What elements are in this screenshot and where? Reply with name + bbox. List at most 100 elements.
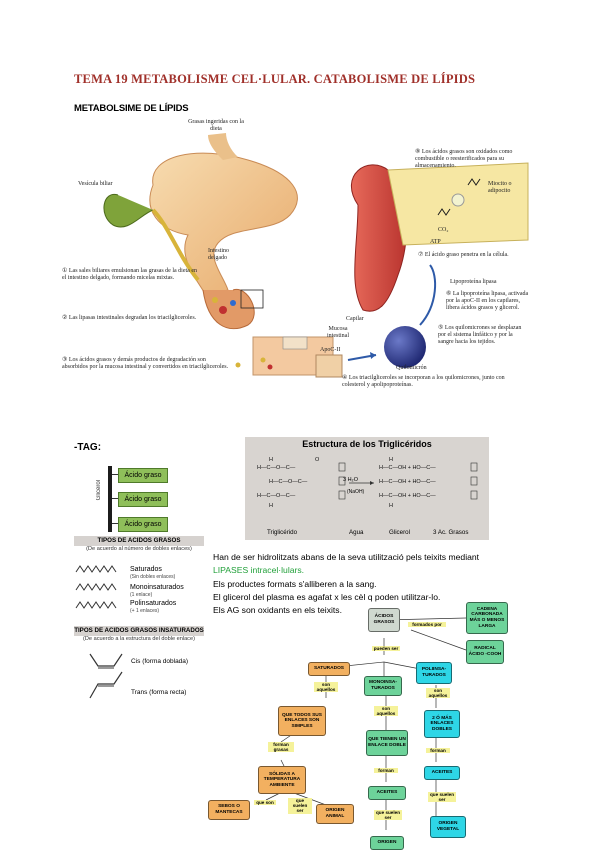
fatty-acid-types-header: TIPOS DE ACIDOS GRASOS (De acuerdo al nú… [74,536,204,552]
triglyceride-schematic: Glicerol Ácido graso Ácido graso Ácido g… [96,466,216,534]
cis-label: Cis (forma doblada) [131,658,189,665]
link-que-suelen: que suelen ser [288,798,312,814]
node-sebos: SEBOS O MANTECAS [208,800,250,820]
label-lipoprotein-lipase: Lipoproteína lipasa [450,279,497,285]
link-son-aquellos: son aquellos [314,682,338,693]
link-formados: formados por [408,622,446,628]
node-origen-animal: ORIGEN ANIMAL [316,804,354,824]
label-atp: ATP [430,239,441,245]
link-pueden: pueden ser [372,646,400,652]
svg-text:H: H [269,503,273,509]
water-arrow-label: 3 H₂O [343,477,358,483]
polyunsaturated-label: Polinsaturados [130,600,177,607]
node-radical: RADICAL ÁCIDO -COOH [466,640,504,664]
svg-text:H—C—OH + HO—C—: H—C—OH + HO—C— [379,479,436,485]
cis-trans-diagram [89,653,123,699]
lipid-digestion-illustration [103,133,529,378]
paragraph-line: Han de ser hidrolitzats abans de la seva… [213,552,480,562]
glycerol-label: Glicerol [96,480,102,501]
svg-text:H—C—OH + HO—C—: H—C—OH + HO—C— [379,493,436,499]
svg-text:H—C—O—C—: H—C—O—C— [257,493,296,499]
paragraph-line: Els productes formats s'alliberen a la s… [213,578,377,589]
link-son-aquellos: son aquellos [426,688,450,699]
saturated-label: Saturados [130,566,162,573]
svg-text:H—C—O—C—: H—C—O—C— [269,479,308,485]
node-poliinsaturados: POLIINSA-TURADOS [416,662,452,684]
trans-label: Trans (forma recta) [131,689,187,696]
paragraph-line: Els AG son oxidants en els teixits. [213,605,342,616]
label-small-intestine: Intestino delgado [208,248,229,261]
link-que-suelen: que suelen ser [374,810,402,821]
step-3-text: ③ Los ácidos grasos y demás productos de… [62,357,229,370]
paragraph-line: El glicerol del plasma es agafat x les c… [213,591,441,602]
link-que-suelen: que suelen ser [428,792,456,803]
node-aceites: ACEITES [424,766,460,780]
fatty-acid-types-list: Saturados (Sin dobles enlaces) Monoinsat… [74,560,214,620]
link-son-aquellos: son aquellos [374,706,398,717]
hydrolysis-paragraph: Han de ser hidrolitzats abans de la seva… [213,551,513,617]
fatty-acid-types-title: TIPOS DE ACIDOS GRASOS [74,536,204,546]
node-aceites: ACEITES [368,786,406,800]
label-dietary-fats: Grasas ingeridas con la dieta [188,119,244,132]
fatty-acid-types-subtitle: (De acuerdo al número de dobles enlaces) [86,546,192,552]
naoh-label: (NaOH) [347,489,365,495]
node-origen-vegetal: ORIGEN VEGETAL [430,816,466,838]
triglyceride-structure-title: Estructura de los Triglicéridos [302,439,432,449]
link-forman: forman [374,768,398,774]
fatty-acid-box: Ácido graso [118,492,168,507]
triglyceride-formula: H H—C—O—C— O H—C—O—C— H—C—O—C— H H H—C—OH… [257,457,478,509]
page-title: TEMA 19 METABOLISME CEL·LULAR. CATABOLIS… [74,72,476,86]
glycerol-bar [108,466,112,532]
triglyceride-structure-figure: Estructura de los Triglicéridos H H—C—O—… [245,437,489,540]
fatty-acid-box: Ácido graso [118,468,168,483]
svg-text:H—C—OH + HO—C—: H—C—OH + HO—C— [379,465,436,471]
svg-text:H: H [389,457,393,463]
node-todos-simples: QUE TODOS SUS ENLACES SON SIMPLES [278,706,326,736]
step-2-text: ② Las lipasas intestinales degradan los … [62,315,197,321]
step-5-text: ⑤ Los quilomicrones se desplazan por el … [438,325,522,345]
monounsaturated-label: Monoinsaturados [130,584,184,591]
node-acidos-grasos: ÁCIDOS GRASOS [368,608,400,632]
lipases-line: LIPASES intracel·lulars. [213,565,305,576]
label-co2: CO₂ [438,227,449,233]
unsaturated-types-title: TIPOS DE ACIDOS GRASOS INSATURADOS [74,626,204,636]
node-dos-mas: 2 Ó MÁS ENLACES DOBLES [424,710,460,738]
caption-triglyceride: Triglicérido [267,529,298,536]
fatty-acid-box: Ácido graso [118,517,168,532]
label-chylomicron: Quilomicrón [396,365,427,371]
step-7-text: ⑦ El ácido graso penetra en la célula. [418,252,509,258]
svg-text:O: O [315,457,320,463]
label-myocyte: Miocito o adipocito [488,181,512,194]
node-saturados: SATURADOS [308,662,350,676]
node-monoinsaturados: MONOINSA-TURADOS [364,676,402,696]
step-6-text: ⑥ La lipoproteína lipasa, activada por l… [446,291,529,311]
saturated-note: (Sin dobles enlaces) [130,574,176,580]
node-un-doble: QUE TIENEN UN ENLACE DOBLE [366,730,408,756]
svg-text:H: H [389,503,393,509]
monounsaturated-note: (1 enlace) [130,592,153,598]
step-8-text: ⑧ Los ácidos grasos son oxidados como co… [415,149,513,169]
section-heading: METABOLSIME DE LÍPIDS [74,103,189,114]
unsaturated-types-header: TIPOS DE ACIDOS GRASOS INSATURADOS (De a… [74,626,204,642]
fatty-acids-concept-map: ÁCIDOS GRASOS formados por CADENA CARBON… [196,600,508,850]
fatty-acid-zigzags [75,565,117,609]
polyunsaturated-note: (+ 1 enlaces) [130,608,160,614]
link-forman: forman [426,748,450,754]
svg-text:H: H [269,457,273,463]
link-que-son: que son [254,800,276,806]
lipid-digestion-figure: Grasas ingeridas con la dieta Vesícula b… [58,115,534,413]
link-forman-grasas: forman grasas [268,742,294,753]
caption-water: Agua [349,529,364,536]
step-1-text: ① Las sales biliares emulsionan las gras… [62,268,198,281]
svg-text:H—C—O—C—: H—C—O—C— [257,465,296,471]
tag-label: -TAG: [74,442,102,453]
label-intestinal-mucosa: Mucosa intestinal [327,326,349,339]
label-apoc-ii: ApoC-II [320,347,341,353]
step-4-text: ④ Los triacilgliceroles se incorporan a … [342,375,505,388]
caption-fatty-acids: 3 Ac. Grasos [433,529,469,536]
node-solidas: SÓLIDAS A TEMPERATURA AMBIENTE [258,766,306,794]
unsaturated-types-subtitle: (De acuerdo a la estructura del doble en… [83,636,195,642]
node-cadena: CADENA CARBONADA MÁS O MENOS LARGA [466,602,508,634]
caption-glycerol: Glicerol [389,529,410,536]
label-capillary: Capilar [346,316,364,322]
